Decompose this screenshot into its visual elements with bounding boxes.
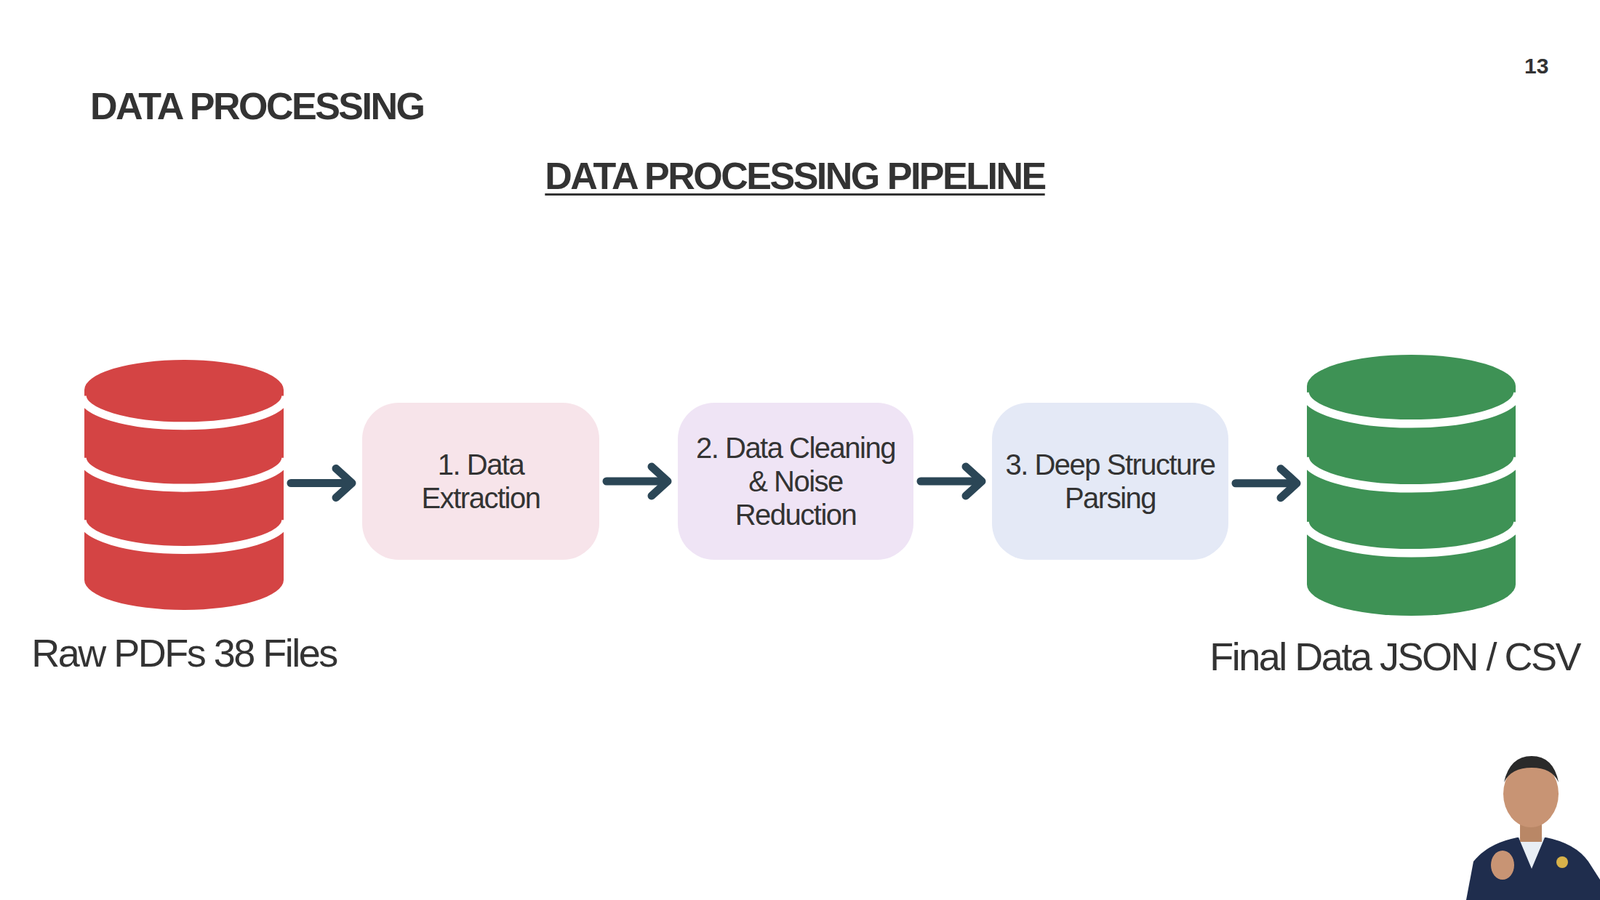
flow-arrow (1235, 469, 1297, 499)
database-node: Final Data JSON / CSV (1306, 354, 1516, 616)
flow-arrow (290, 469, 352, 499)
presenter-photo (1458, 734, 1600, 900)
section-heading: DATA PROCESSING PIPELINE (509, 154, 1081, 198)
process-box: 3. Deep Structure Parsing (992, 402, 1229, 560)
slide-title: DATA PROCESSING (90, 84, 424, 128)
database-icon (1306, 354, 1516, 616)
database-label: Final Data JSON / CSV (1128, 634, 1580, 680)
database-label: Raw PDFs 38 Files (11, 630, 357, 676)
step-label: 3. Deep Structure Parsing (1005, 448, 1216, 515)
page-number: 13 (1524, 53, 1549, 79)
database-node: Raw PDFs 38 Files (84, 360, 284, 611)
process-box: 2. Data Cleaning & Noise Reduction (677, 402, 914, 560)
flow-arrow (606, 466, 668, 496)
step-label: 2. Data Cleaning & Noise Reduction (690, 431, 901, 532)
database-icon (84, 360, 284, 611)
process-box: 1. Data Extraction (362, 402, 600, 560)
flow-arrow (920, 466, 982, 496)
step-label: 1. Data Extraction (375, 448, 587, 515)
